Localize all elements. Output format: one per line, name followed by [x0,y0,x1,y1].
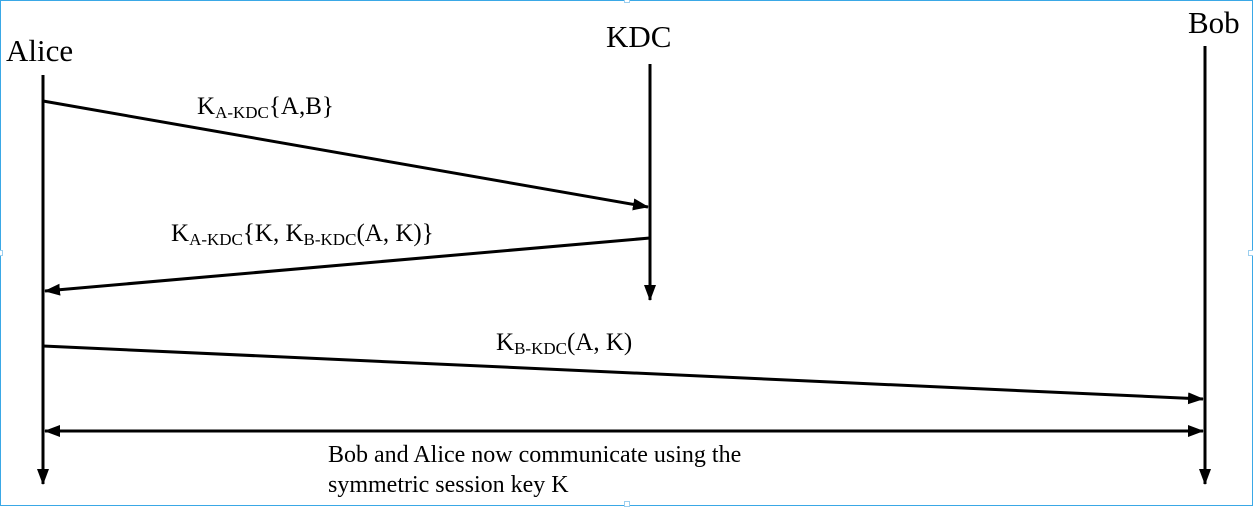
message-2-key: K [171,220,190,247]
message-1-arrow [42,99,649,211]
message-1-key-subscript: A-KDC [215,103,269,122]
message-2-payload-start: {K, [242,220,286,247]
message-2-key-subscript: A-KDC [189,230,243,249]
message-2-arrow [44,236,651,296]
message-2-inner-key-subscript: B-KDC [303,230,357,249]
message-3-payload: (A, K) [566,329,633,356]
message-3-label: KB-KDC(A, K) [496,329,633,358]
frame-handle-left[interactable] [0,250,3,256]
frame-handle-right[interactable] [1248,250,1253,256]
message-3-key-subscript: B-KDC [514,339,567,358]
message-2-inner-payload: (A, K)} [356,220,434,247]
session-note-line-1: Bob and Alice now communicate using the [328,442,742,468]
message-2-inner-key: K [285,220,304,247]
session-note-line-2: symmetric session key K [328,472,569,498]
message-3-key: K [496,329,515,356]
frame-handle-top[interactable] [624,0,630,3]
message-2-label: KA-KDC{K, KB-KDC(A, K)} [171,220,434,249]
session-note: Bob and Alice now communicate using the … [328,440,741,500]
message-1-key: K [197,93,216,120]
message-1-payload: {A,B} [268,93,334,120]
actor-alice-label: Alice [6,33,74,68]
message-1-label: KA-KDC{A,B} [197,93,334,122]
actor-bob-label: Bob [1188,5,1240,40]
message-3-arrow [42,344,1204,405]
actor-kdc-label: KDC [606,19,672,54]
